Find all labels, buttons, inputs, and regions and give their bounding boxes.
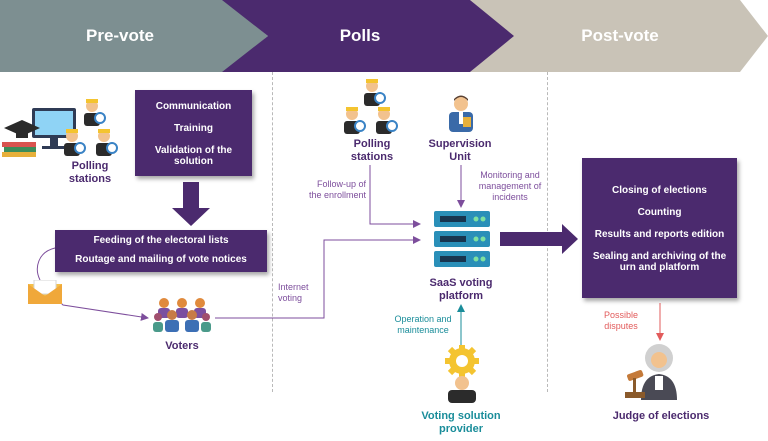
voters-crowd-icon: [153, 298, 211, 332]
list-to-envelope-line: [36, 247, 56, 281]
server-stack-icon: [434, 211, 490, 267]
polls-person-group-icon: [344, 79, 398, 134]
envelope-icon: [28, 280, 62, 304]
phase-prevote-title: Pre-vote: [85, 26, 155, 45]
internet-voting-line: [215, 236, 421, 319]
followup-line: [369, 165, 421, 228]
setup-box: Communication Training Validation of the…: [135, 90, 252, 176]
separator-left: [272, 72, 273, 392]
judge-icon: [625, 344, 677, 400]
judge-label: Judge of elections: [612, 410, 710, 422]
supervisor-icon: [449, 95, 473, 132]
down-arrow: [172, 182, 210, 226]
postvote-box: Closing of elections Counting Results an…: [582, 158, 737, 298]
right-arrow: [500, 224, 578, 254]
person-group-icon: [64, 99, 118, 156]
voters-label: Voters: [165, 340, 199, 352]
banner-prevote-shape: [0, 0, 268, 72]
phase-postvote-title: Post-vote: [581, 26, 659, 45]
banner-postvote-shape: [470, 0, 768, 72]
computer-graduation-icon: [2, 108, 76, 157]
gear-person-icon: [445, 345, 479, 403]
phase-polls-title: Polls: [339, 26, 381, 45]
banner-polls-shape: [222, 0, 514, 72]
envelope-to-voters-line: [57, 299, 149, 321]
electoral-lists-box: Feeding of the electoral lists Routage a…: [55, 230, 267, 272]
